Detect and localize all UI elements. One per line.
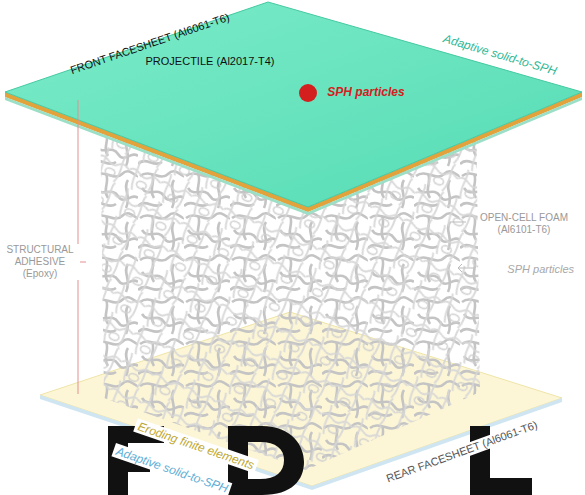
method-note: SPH particles <box>478 263 574 276</box>
front-facesheet <box>5 2 582 207</box>
method-note: SPH particles <box>327 85 404 99</box>
sph-pointer <box>458 264 474 272</box>
foam-leader <box>450 222 466 223</box>
part-name: OPEN-CELL FOAM (Al6101-T6) <box>474 212 574 236</box>
part-name: STRUCTURAL ADHESIVE (Epoxy) <box>0 244 80 280</box>
fragment-l-foot <box>470 478 532 495</box>
projectile-sph <box>299 84 317 102</box>
part-name: PROJECTILE (Al2017-T4) <box>146 55 275 68</box>
